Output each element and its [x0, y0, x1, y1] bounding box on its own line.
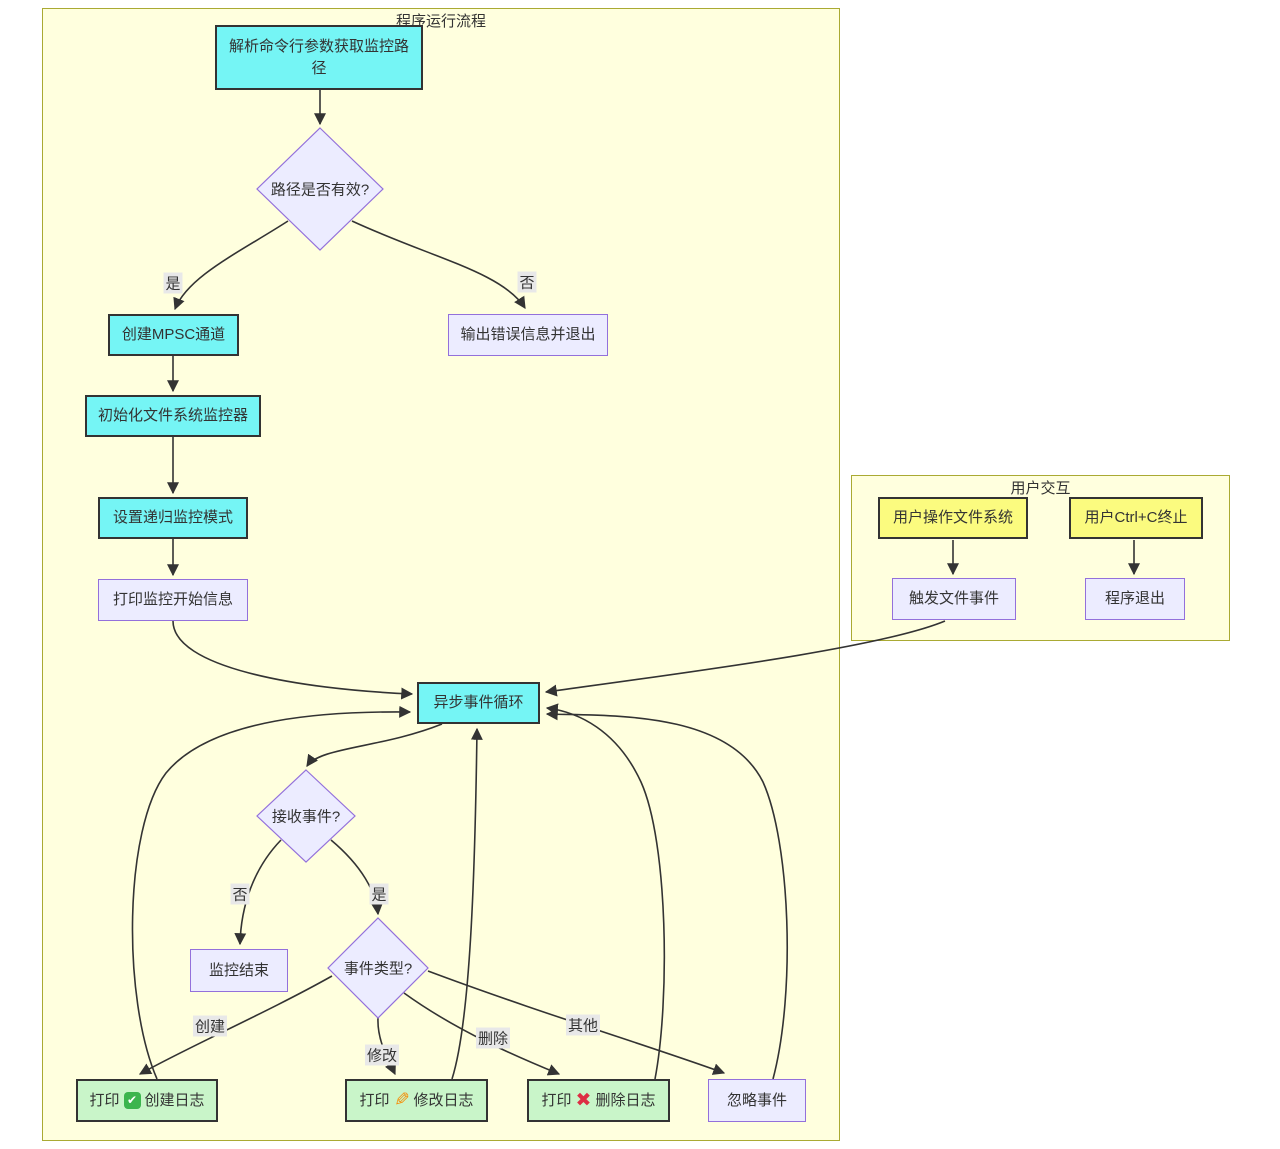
node-parse-args: 解析命令行参数获取监控路径 [215, 25, 423, 90]
edge-label-no-2: 否 [230, 883, 250, 905]
edge-valid-yes-to-channel [173, 220, 289, 311]
decision-path-valid-shape [256, 127, 384, 251]
node-set-recursive-label: 设置递归监控模式 [112, 509, 233, 527]
edge-ignore-back-to-loop [545, 708, 788, 1080]
edge-label-no-1: 否 [517, 271, 537, 293]
node-event-loop-label: 异步事件循环 [433, 694, 524, 712]
subgraph-main-title: 程序运行流程 [395, 13, 486, 30]
node-monitor-end: 监控结束 [190, 949, 288, 992]
node-print-create-log: 打印 ✔ 创建日志 [76, 1079, 218, 1122]
print-create-text-after: 创建日志 [144, 1091, 205, 1109]
node-user-operate: 用户操作文件系统 [878, 497, 1028, 539]
edge-label-modify: 修改 [364, 1044, 400, 1066]
pencil-icon: ✎ [393, 1089, 410, 1111]
edge-printstart-to-loop [172, 620, 414, 700]
node-print-start-label: 打印监控开始信息 [112, 591, 233, 609]
node-init-watcher: 初始化文件系统监控器 [85, 395, 261, 437]
node-monitor-end-label: 监控结束 [208, 961, 269, 979]
node-error-exit-label: 输出错误信息并退出 [460, 326, 596, 344]
edge-receive-yes-to-type [330, 839, 383, 916]
node-print-delete-log: 打印 ✖ 删除日志 [527, 1079, 670, 1122]
node-print-start: 打印监控开始信息 [98, 579, 248, 621]
subgraph-user-title: 用户交互 [1010, 480, 1071, 497]
edge-label-create: 创建 [192, 1015, 228, 1037]
edge-modifylog-back-to-loop [451, 727, 483, 1080]
print-modify-text-before: 打印 [359, 1091, 390, 1109]
node-user-ctrlc-label: 用户Ctrl+C终止 [1084, 509, 1188, 527]
node-create-channel-label: 创建MPSC通道 [121, 326, 226, 344]
node-error-exit: 输出错误信息并退出 [448, 314, 608, 356]
edge-receive-no-to-end [234, 839, 282, 946]
print-delete-text-before: 打印 [541, 1091, 572, 1109]
node-trigger-event-label: 触发文件事件 [908, 590, 999, 608]
edge-type-create-to-log [138, 975, 333, 1075]
node-create-channel: 创建MPSC通道 [108, 314, 239, 356]
cross-icon: ✖ [575, 1089, 592, 1111]
edge-valid-no-to-error [351, 220, 526, 310]
node-set-recursive: 设置递归监控模式 [98, 497, 248, 539]
edge-trigger-to-loop [544, 620, 946, 697]
edge-createlog-back-to-loop [131, 705, 412, 1080]
print-delete-text-after: 删除日志 [595, 1091, 656, 1109]
node-user-ctrlc: 用户Ctrl+C终止 [1069, 497, 1203, 539]
node-user-operate-label: 用户操作文件系统 [892, 509, 1013, 527]
node-program-exit: 程序退出 [1085, 578, 1185, 620]
decision-receive-event-shape [256, 769, 356, 863]
edge-label-yes-1: 是 [163, 272, 183, 294]
node-trigger-event: 触发文件事件 [892, 578, 1016, 620]
decision-path-valid-label: 路径是否有效? [270, 181, 370, 199]
edge-loop-to-receive [306, 723, 443, 767]
node-event-loop: 异步事件循环 [417, 682, 540, 724]
print-create-text-before: 打印 [89, 1091, 120, 1109]
edge-deletelog-back-to-loop [545, 703, 666, 1080]
decision-receive-event-label: 接收事件? [271, 808, 341, 826]
edge-label-delete: 删除 [475, 1027, 511, 1049]
node-ignore-event-label: 忽略事件 [726, 1091, 787, 1109]
decision-event-type-label: 事件类型? [343, 960, 413, 978]
node-program-exit-label: 程序退出 [1104, 590, 1165, 608]
edge-label-yes-2: 是 [369, 883, 389, 905]
edge-label-other: 其他 [565, 1014, 601, 1036]
node-ignore-event: 忽略事件 [708, 1079, 806, 1122]
node-parse-args-label: 解析命令行参数获取监控路径 [228, 37, 409, 77]
node-print-modify-log: 打印 ✎ 修改日志 [345, 1079, 488, 1122]
node-init-watcher-label: 初始化文件系统监控器 [97, 407, 248, 425]
decision-event-type-shape [327, 917, 429, 1019]
check-icon: ✔ [123, 1092, 141, 1109]
print-modify-text-after: 修改日志 [413, 1091, 474, 1109]
